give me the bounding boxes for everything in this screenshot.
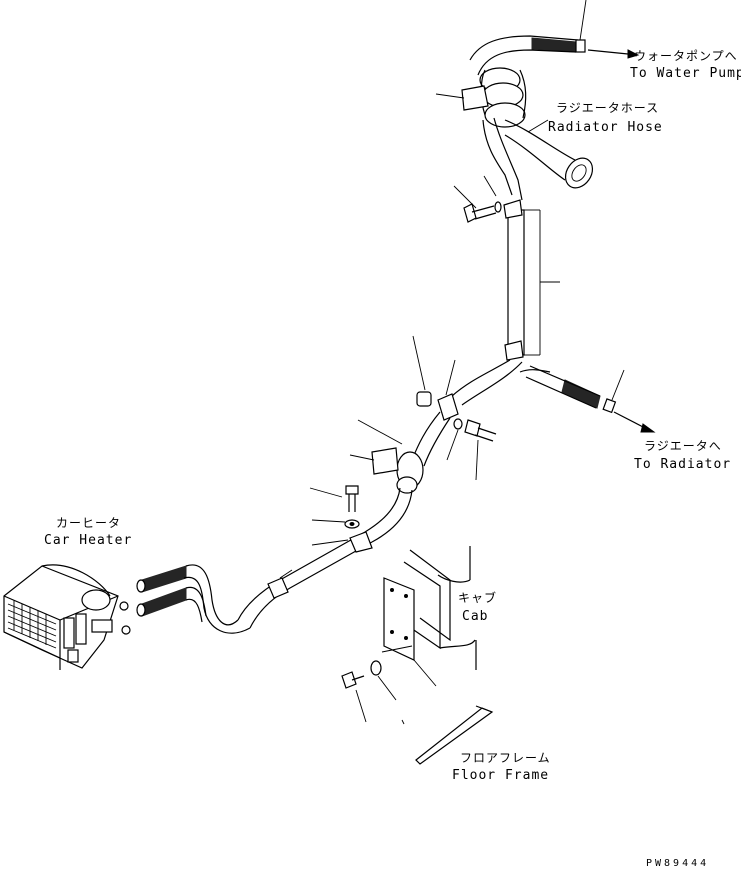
car-heater-en-label: Car Heater xyxy=(44,533,132,548)
bolt-upper xyxy=(453,175,502,223)
radiator-en-label: To Radiator xyxy=(634,457,731,472)
radiator-hose-en-label: Radiator Hose xyxy=(548,120,663,135)
cab-jp-label: キャブ xyxy=(458,590,497,605)
main-pipe xyxy=(237,411,451,629)
label-water-pump: ウォータポンプへ To Water Pump xyxy=(630,49,741,81)
hose-nut-top xyxy=(575,39,586,53)
radiator-jp-label: ラジエータへ xyxy=(644,439,722,453)
heater-hoses xyxy=(136,564,251,634)
vertical-pipe xyxy=(503,199,560,361)
label-cab: キャブ Cab xyxy=(458,590,497,624)
water-pump-jp-label: ウォータポンプへ xyxy=(634,49,738,63)
car-heater xyxy=(3,564,131,670)
label-floor-frame: フロアフレーム Floor Frame xyxy=(452,751,551,783)
cab-en-label: Cab xyxy=(462,609,488,624)
mid-clamp-group xyxy=(412,335,497,481)
pipe-clip-top xyxy=(503,199,523,219)
screw-bottom xyxy=(341,660,405,725)
main-clamp-bracket xyxy=(371,447,399,475)
drawing-code: PW89444 xyxy=(646,858,709,869)
floor-frame-en-label: Floor Frame xyxy=(452,768,549,783)
radiator-branch xyxy=(451,359,656,433)
bolt-left-mid xyxy=(309,485,360,546)
radiator-hose-assembly xyxy=(435,0,640,201)
radiator-hose-jp-label: ラジエータホース xyxy=(556,101,659,115)
pipe-clip-bottom xyxy=(504,340,524,361)
mounting-plate xyxy=(383,577,415,661)
cab-section xyxy=(381,546,477,687)
floor-frame-jp-label: フロアフレーム xyxy=(460,751,551,765)
heater-grille xyxy=(7,600,57,649)
label-radiator: ラジエータへ To Radiator xyxy=(634,439,731,472)
floor-frame xyxy=(415,705,494,765)
car-heater-jp-label: カーヒータ xyxy=(56,516,121,530)
clamp-bracket xyxy=(461,85,489,111)
hose-nut-radiator xyxy=(602,398,617,414)
label-car-heater: カーヒータ Car Heater xyxy=(44,516,132,548)
water-pump-en-label: To Water Pump xyxy=(630,66,741,81)
label-radiator-hose: ラジエータホース Radiator Hose xyxy=(548,101,663,135)
